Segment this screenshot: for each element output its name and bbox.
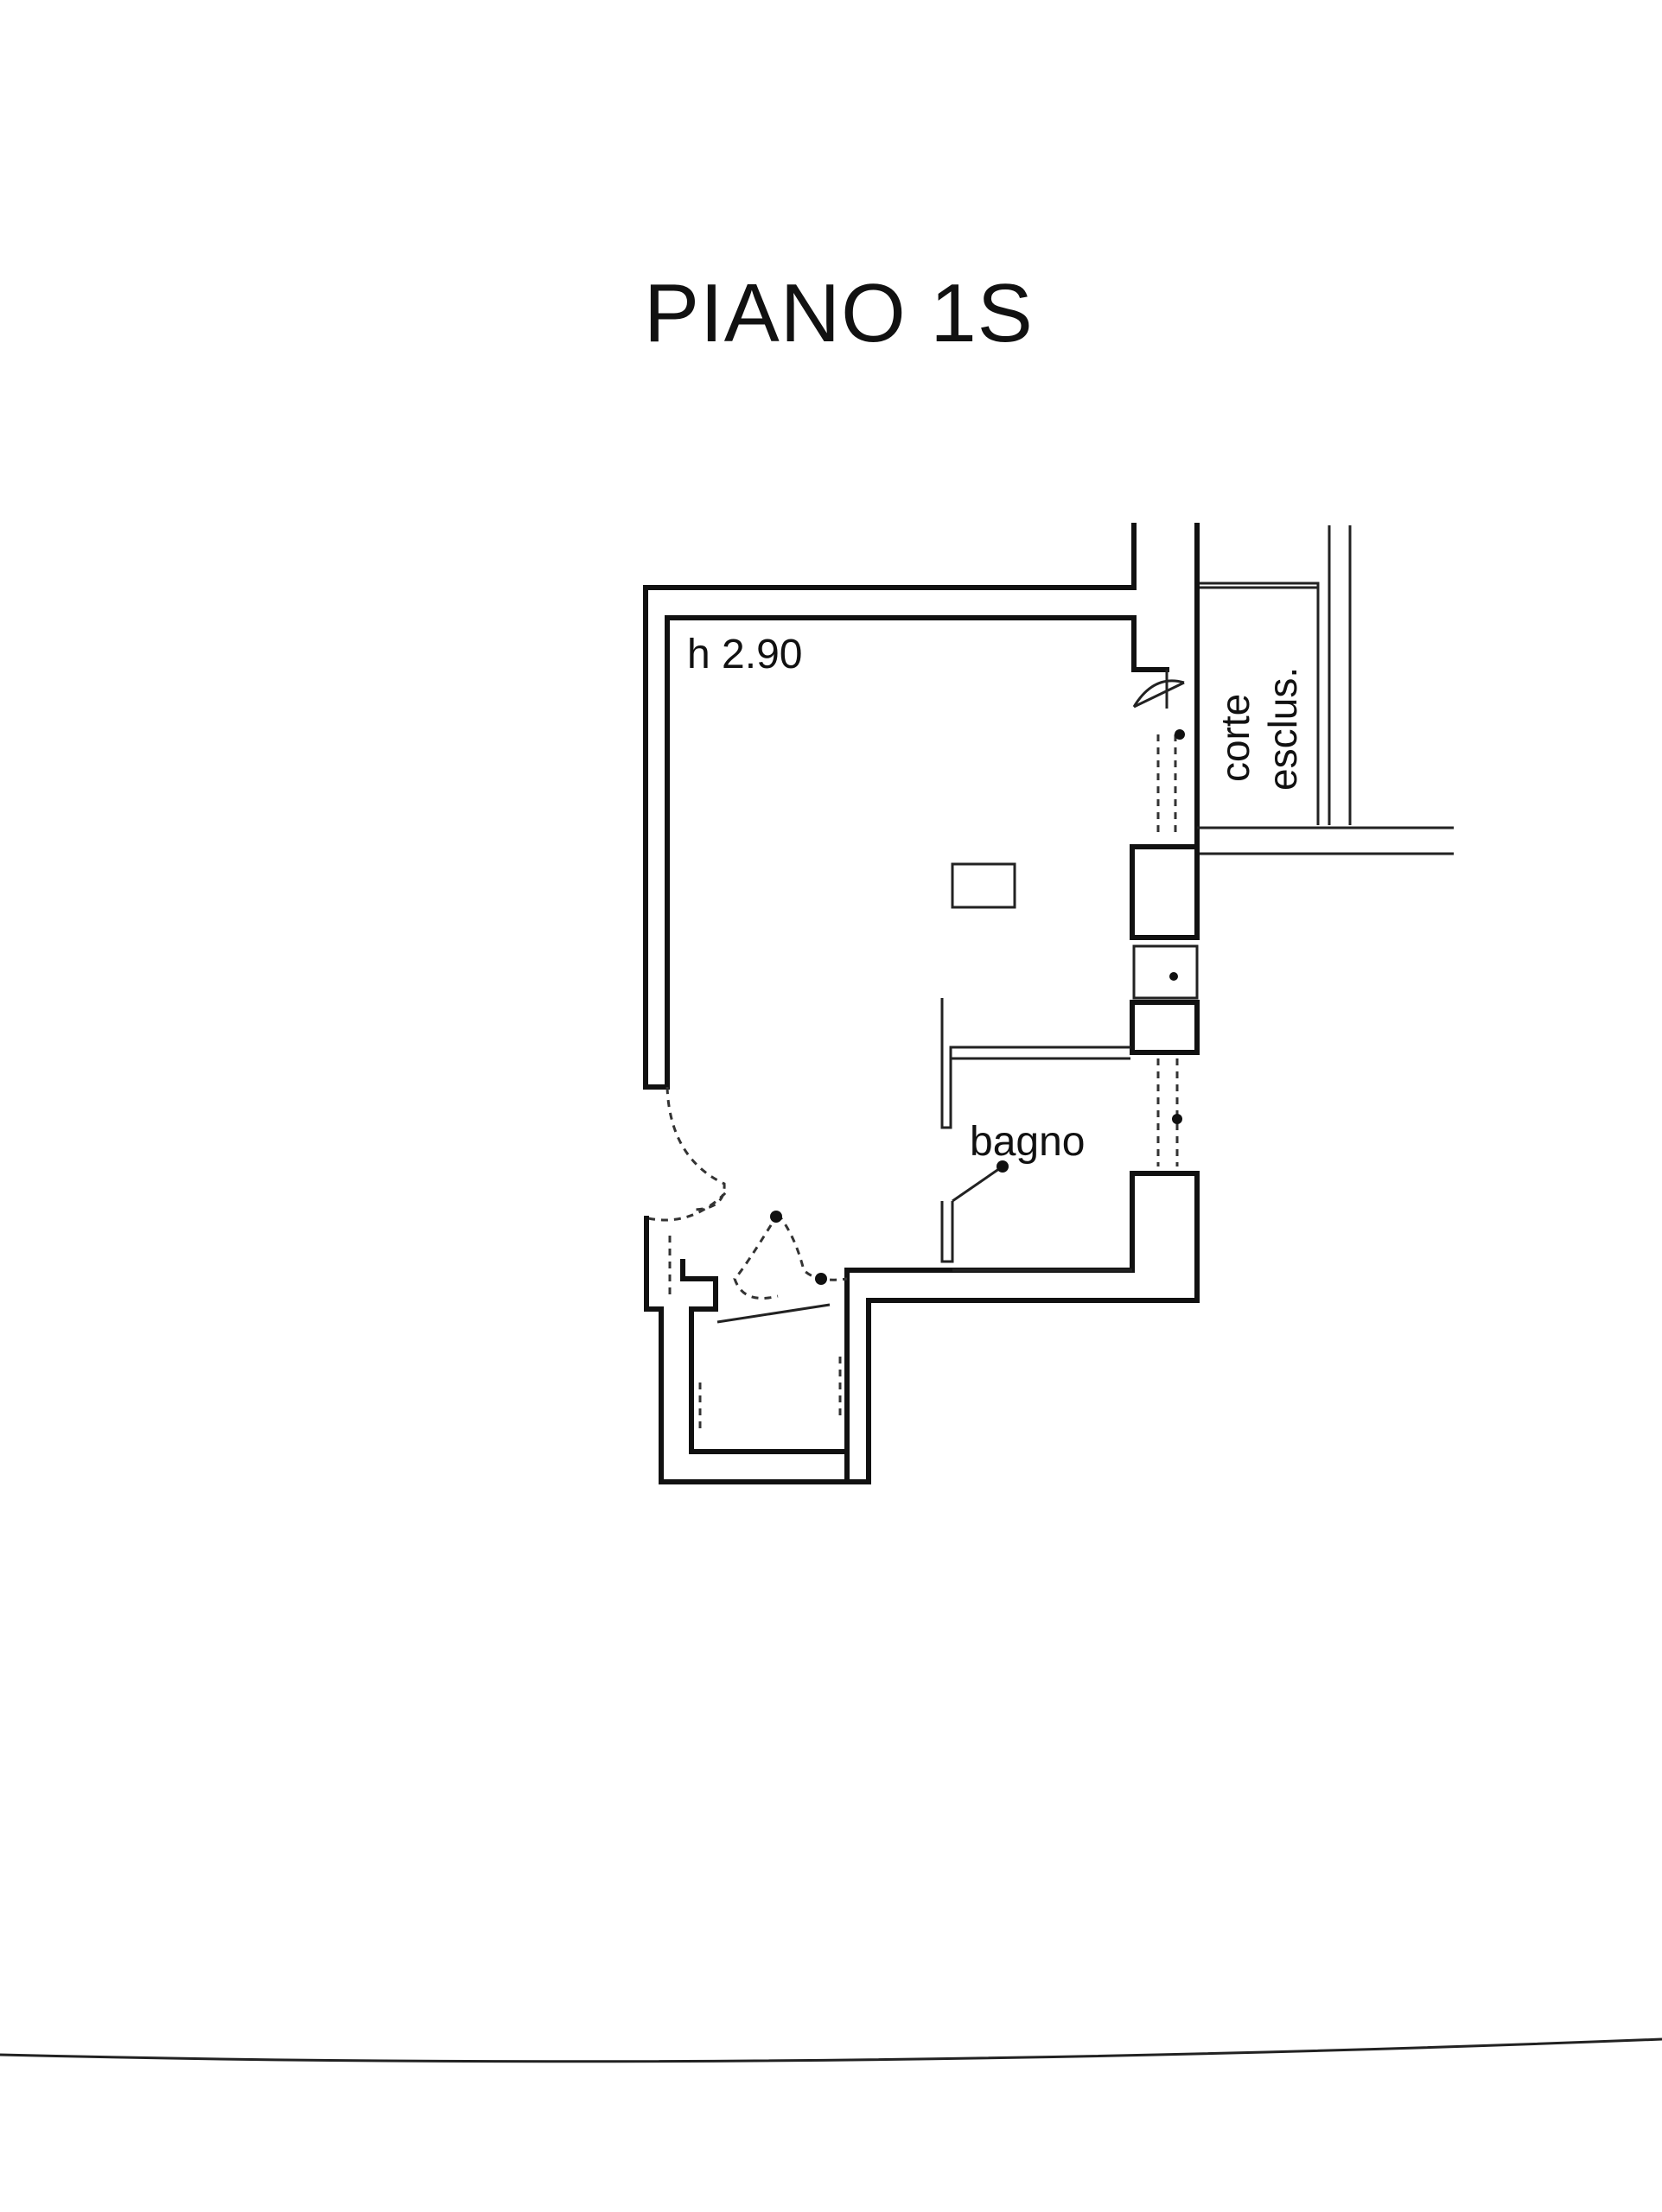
ceiling-height-label: h 2.90 [687, 632, 802, 677]
lower-walls [844, 1171, 1200, 1484]
courtyard-label: corte esclus. [1213, 667, 1305, 791]
fixture-symbol [951, 862, 1016, 909]
right-wall-blocks [1130, 844, 1200, 1166]
courtyard-label-line1: corte [1213, 694, 1258, 782]
shaft-door-swing [1132, 679, 1185, 740]
bathroom-label: bagno [970, 1119, 1085, 1165]
courtyard-area [1197, 525, 1454, 855]
storage-room-walls [644, 1216, 867, 1484]
floor-title: PIANO 1S [644, 267, 1034, 359]
bathroom-walls [940, 998, 1130, 1263]
entry-door-swings [647, 1086, 848, 1300]
stair-shaft-walls [1131, 523, 1200, 845]
courtyard-label-line2: esclus. [1260, 667, 1305, 791]
main-room-walls [643, 523, 1169, 1090]
sheet-edge-line [0, 2037, 1662, 2063]
